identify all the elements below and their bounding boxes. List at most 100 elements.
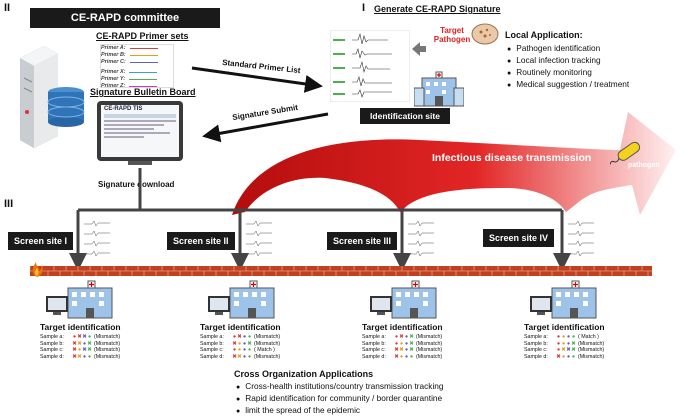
mismatch-cross-icon: ✖ bbox=[87, 340, 92, 347]
screen-site-1: Screen site I bbox=[8, 232, 74, 250]
mismatch-cross-icon: ✖ bbox=[77, 340, 82, 347]
standard-primer-arrow bbox=[191, 66, 323, 93]
mismatch-cross-icon: ✖ bbox=[72, 340, 77, 347]
mismatch-cross-icon: ✖ bbox=[232, 353, 237, 360]
screen-site-2: Screen site II bbox=[167, 232, 235, 250]
match-dot-icon: ● bbox=[394, 340, 399, 347]
match-dot-icon: ● bbox=[561, 340, 566, 347]
mismatch-cross-icon: ✖ bbox=[399, 334, 404, 340]
sample-row: Sample d:✖●●●(Mismatch) bbox=[362, 353, 443, 360]
server-database-icon bbox=[20, 46, 85, 148]
target-identification-title: Target identification bbox=[524, 322, 605, 332]
match-dot-icon: ● bbox=[242, 353, 247, 360]
mismatch-cross-icon: ✖ bbox=[409, 334, 414, 340]
mismatch-cross-icon: ✖ bbox=[82, 334, 87, 340]
pathogen-icon bbox=[610, 141, 641, 165]
mismatch-cross-icon: ✖ bbox=[561, 347, 566, 354]
sample-row: Sample d:✖✖●●(Mismatch) bbox=[200, 353, 281, 360]
target-identification-title: Target identification bbox=[40, 322, 121, 332]
match-dot-icon: ● bbox=[566, 340, 571, 347]
fire-icon bbox=[32, 262, 43, 277]
match-dot-icon: ● bbox=[77, 347, 82, 354]
match-dot-icon: ● bbox=[82, 340, 87, 347]
match-dot-icon: ● bbox=[404, 347, 409, 354]
mismatch-cross-icon: ✖ bbox=[556, 353, 561, 360]
signature-thumbnail-4 bbox=[568, 220, 594, 257]
match-dot-icon: ● bbox=[87, 353, 92, 360]
match-dot-icon: ● bbox=[87, 334, 92, 340]
match-dot-icon: ● bbox=[556, 334, 561, 340]
bulletin-board-title: Signature Bulletin Board bbox=[90, 87, 196, 97]
section-label-two: II bbox=[4, 2, 11, 14]
signature-submit-arrow bbox=[202, 112, 329, 143]
bulletin-screen-title: CE-RAPD TIS bbox=[104, 106, 143, 112]
mismatch-cross-icon: ✖ bbox=[237, 353, 242, 360]
match-dot-icon: ● bbox=[409, 353, 414, 360]
cross-org-list: Cross-health institutions/country transm… bbox=[236, 381, 444, 417]
match-dot-icon: ● bbox=[82, 353, 87, 360]
committee-title: CE-RAPD committee bbox=[30, 8, 220, 28]
match-dot-icon: ● bbox=[232, 334, 237, 340]
sample-row: Sample a:●✖✖●(Mismatch) bbox=[40, 334, 121, 340]
cross-org-item: Rapid identification for community / bor… bbox=[236, 393, 444, 405]
screen-site-3: Screen site III bbox=[327, 232, 398, 250]
primer-item: Primer X: bbox=[101, 69, 173, 76]
primer-item: Primer Y: bbox=[101, 76, 173, 83]
match-dot-icon: ● bbox=[556, 340, 561, 347]
primer-sets-title: CE-RAPD Primer sets bbox=[96, 31, 189, 41]
mismatch-cross-icon: ✖ bbox=[232, 340, 237, 347]
signature-thumbnail-3 bbox=[408, 220, 434, 257]
sample-row: Sample a:●✖●●(Mismatch) bbox=[200, 334, 281, 340]
match-dot-icon: ● bbox=[237, 340, 242, 347]
identification-site-label: Identification site bbox=[360, 108, 450, 124]
hospital-icon-site-3 bbox=[370, 280, 437, 319]
mismatch-cross-icon: ✖ bbox=[72, 353, 77, 360]
primer-item: Primer C: bbox=[101, 59, 173, 66]
local-application-item: Pathogen identification bbox=[507, 43, 629, 55]
mismatch-cross-icon: ✖ bbox=[394, 353, 399, 360]
petri-dish-icon bbox=[471, 23, 499, 45]
mismatch-cross-icon: ✖ bbox=[72, 347, 77, 354]
sample-row: Sample a:●●●●( Match ) bbox=[524, 334, 599, 340]
primer-item: Primer B: bbox=[101, 52, 173, 59]
mismatch-cross-icon: ✖ bbox=[409, 340, 414, 347]
section-label-one: I bbox=[362, 2, 366, 14]
primer-list-card: Primer A:Primer B:Primer C:Primer X:Prim… bbox=[100, 44, 174, 90]
match-dot-icon: ● bbox=[247, 334, 252, 340]
mismatch-cross-icon: ✖ bbox=[394, 347, 399, 354]
sample-row: Sample b:✖✖●✖(Mismatch) bbox=[40, 340, 121, 347]
hospital-icon bbox=[414, 71, 464, 107]
cross-org-title: Cross Organization Applications bbox=[234, 369, 374, 379]
local-application-title: Local Application: bbox=[505, 30, 583, 40]
mismatch-cross-icon: ✖ bbox=[247, 340, 252, 347]
match-dot-icon: ● bbox=[571, 334, 576, 340]
mismatch-cross-icon: ✖ bbox=[77, 353, 82, 360]
mismatch-cross-icon: ✖ bbox=[409, 347, 414, 354]
sample-row: Sample c:●✖✖✖(Mismatch) bbox=[524, 347, 605, 354]
match-dot-icon: ● bbox=[556, 347, 561, 354]
primer-item: Primer A: bbox=[101, 45, 173, 52]
sample-row: Sample b:●●●✖(Mismatch) bbox=[362, 340, 443, 347]
match-dot-icon: ● bbox=[232, 347, 237, 354]
target-identification-title: Target identification bbox=[362, 322, 443, 332]
sample-row: Sample b:●●●✖(Mismatch) bbox=[524, 340, 605, 347]
sample-row: Sample c:●●●●( Match ) bbox=[200, 347, 275, 354]
mismatch-cross-icon: ✖ bbox=[399, 347, 404, 354]
target-pathogen-label: Target Pathogen bbox=[433, 26, 471, 44]
match-dot-icon: ● bbox=[404, 353, 409, 360]
pathogen-label: pathogen bbox=[628, 162, 660, 169]
match-dot-icon: ● bbox=[72, 334, 77, 340]
sample-row: Sample d:✖●●●(Mismatch) bbox=[524, 353, 605, 360]
hospital-icon-site-1 bbox=[46, 280, 113, 319]
local-application-item: Routinely monitoring bbox=[507, 67, 629, 79]
match-dot-icon: ● bbox=[242, 334, 247, 340]
match-dot-icon: ● bbox=[404, 340, 409, 347]
primer-item: Primer Z: bbox=[101, 83, 173, 90]
firewall-wall bbox=[30, 266, 652, 276]
